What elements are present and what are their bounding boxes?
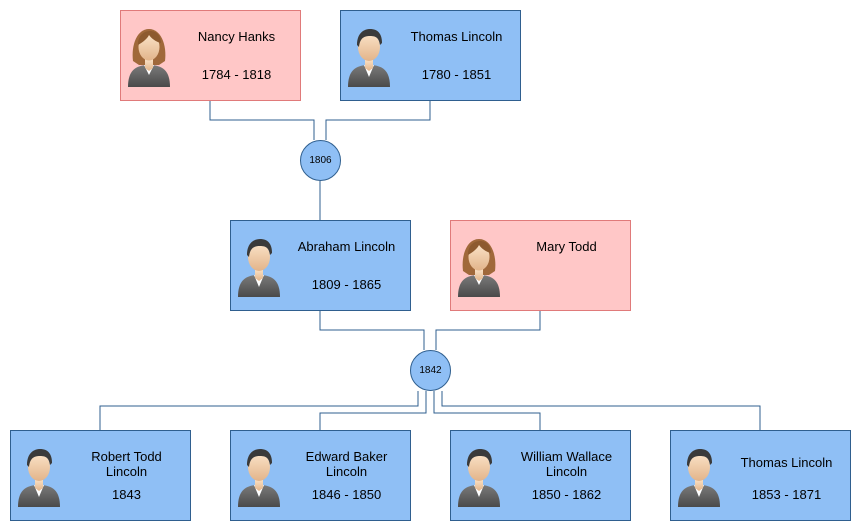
person-card-thomas-lincoln-jr[interactable]: Thomas Lincoln 1853 - 1871 xyxy=(670,430,851,521)
person-card-nancy-hanks[interactable]: Nancy Hanks 1784 - 1818 xyxy=(120,10,301,101)
person-name-line1: Edward Baker xyxy=(305,449,388,464)
person-years: 1784 - 1818 xyxy=(201,67,272,82)
connector-william xyxy=(433,391,541,430)
person-years: 1780 - 1851 xyxy=(421,67,492,82)
male-avatar-icon xyxy=(15,443,63,507)
person-card-robert-todd-lincoln[interactable]: Robert Todd Lincoln 1843 xyxy=(10,430,191,521)
person-name-line2: Lincoln xyxy=(545,464,588,479)
male-avatar-icon xyxy=(345,23,393,87)
union-node-1842[interactable]: 1842 xyxy=(410,350,451,391)
person-years: 1853 - 1871 xyxy=(751,487,822,502)
person-name-line1: William Wallace xyxy=(520,449,613,464)
connector-nancy xyxy=(209,100,315,140)
connector-robert xyxy=(99,391,419,430)
person-years: 1850 - 1862 xyxy=(531,487,602,502)
person-card-mary-todd[interactable]: Mary Todd xyxy=(450,220,631,311)
male-avatar-icon xyxy=(235,233,283,297)
connector-thomas-sr xyxy=(325,100,431,140)
person-card-abraham-lincoln[interactable]: Abraham Lincoln 1809 - 1865 xyxy=(230,220,411,311)
person-card-edward-baker-lincoln[interactable]: Edward Baker Lincoln 1846 - 1850 xyxy=(230,430,411,521)
person-name: Thomas Lincoln xyxy=(740,455,833,470)
person-name: Thomas Lincoln xyxy=(410,29,503,44)
person-name-line2: Lincoln xyxy=(105,464,148,479)
person-years: 1843 xyxy=(112,487,141,502)
person-years: 1846 - 1850 xyxy=(311,487,382,502)
person-years: 1809 - 1865 xyxy=(311,277,382,292)
person-card-thomas-lincoln-sr[interactable]: Thomas Lincoln 1780 - 1851 xyxy=(340,10,521,101)
connector-abraham xyxy=(319,310,425,350)
person-name-line2: Lincoln xyxy=(325,464,368,479)
person-card-william-wallace-lincoln[interactable]: William Wallace Lincoln 1850 - 1862 xyxy=(450,430,631,521)
person-name: Mary Todd xyxy=(536,239,597,254)
connector-edward xyxy=(319,391,427,430)
connector-thomas-jr xyxy=(441,391,761,430)
female-avatar-icon xyxy=(125,23,173,87)
connector-mary xyxy=(435,310,541,350)
female-avatar-icon xyxy=(455,233,503,297)
union-node-1806[interactable]: 1806 xyxy=(300,140,341,181)
male-avatar-icon xyxy=(455,443,503,507)
male-avatar-icon xyxy=(235,443,283,507)
person-name: Nancy Hanks xyxy=(197,29,276,44)
person-name: Abraham Lincoln xyxy=(297,239,396,254)
person-name-line1: Robert Todd xyxy=(91,449,162,464)
male-avatar-icon xyxy=(675,443,723,507)
